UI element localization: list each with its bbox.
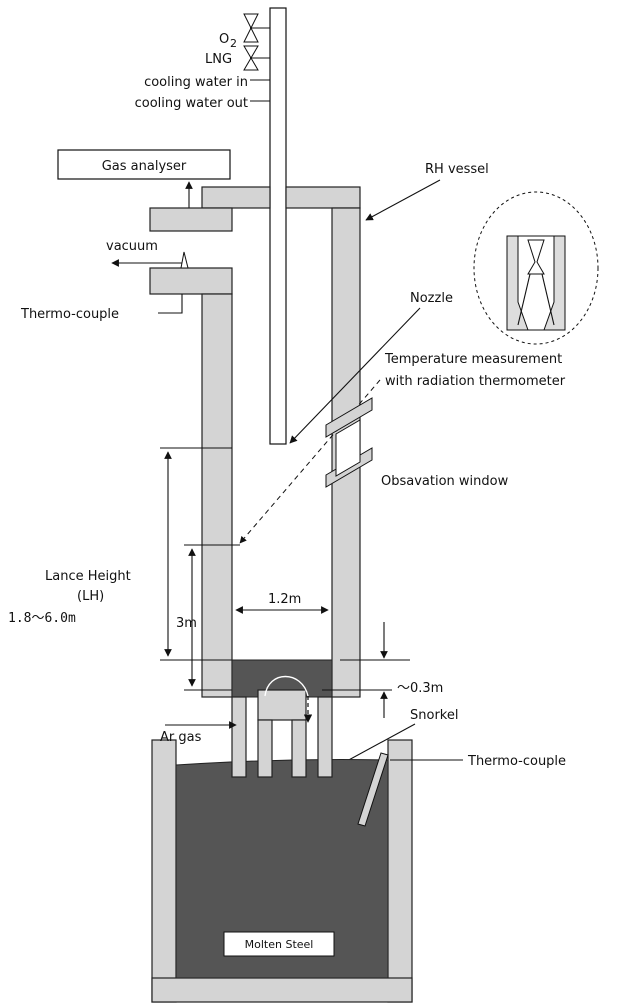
snorkel-divider-block	[257, 689, 307, 721]
gas-analyser-box	[57, 149, 231, 180]
nozzle-arrow	[289, 307, 421, 444]
ladle-right-wall	[387, 739, 413, 1003]
observation-window-label: Obsavation window	[381, 474, 509, 489]
thermocouple-bottom-label: Thermo-couple	[467, 754, 566, 769]
lance-height-abbrev: (LH)	[77, 589, 104, 604]
vessel-flange-lower	[149, 267, 233, 295]
snorkel-up-leg-inner	[257, 719, 273, 778]
thermocouple-top-label: Thermo-couple	[20, 307, 119, 322]
ladle-left-wall	[151, 739, 177, 1003]
nozzle-label: Nozzle	[410, 291, 453, 306]
nozzle-detail-inset	[473, 191, 599, 345]
vessel-top-right	[285, 186, 361, 209]
rh-vessel-arrow	[365, 179, 441, 221]
lng-label: LNG	[205, 52, 232, 67]
vessel-left-wall	[201, 293, 233, 698]
gas-analyser-label: Gas analyser	[102, 159, 187, 174]
dim-03m-label: 〜0.3m	[397, 681, 443, 696]
molten-steel-box	[223, 931, 335, 957]
dim-12m-label: 1.2m	[268, 592, 301, 607]
lng-valve-icon	[243, 45, 270, 71]
temp-measurement-line2: with radiation thermometer	[385, 374, 566, 389]
cooling-in-label: cooling water in	[144, 75, 248, 90]
molten-steel-label: Molten Steel	[245, 938, 314, 951]
vessel-top-left	[201, 186, 271, 209]
snorkel-down-leg-outer	[317, 696, 333, 778]
snorkel-down-leg-inner	[291, 719, 307, 778]
temp-measurement-line1: Temperature measurement	[384, 352, 562, 367]
thermocouple-probe-top	[180, 251, 189, 269]
lance-height-range: 1.8〜6.0m	[8, 611, 76, 626]
ar-gas-label: Ar gas	[160, 730, 202, 745]
thermocouple-top-leader	[158, 294, 183, 314]
lance-pipe	[269, 7, 287, 445]
thermocouple-probe-bottom	[357, 752, 389, 827]
steel-flow-arrow-top	[264, 675, 309, 697]
snorkel-up-leg-outer	[231, 696, 247, 778]
observation-window	[325, 397, 373, 488]
o2-label: O	[219, 32, 229, 47]
cooling-out-label: cooling water out	[135, 96, 248, 111]
lance-height-label: Lance Height	[45, 569, 131, 584]
ladle-bottom	[151, 977, 413, 1003]
vessel-flange-upper	[149, 207, 233, 232]
o2-subscript: 2	[230, 37, 237, 50]
vacuum-label: vacuum	[106, 239, 158, 254]
o2-valve-icon	[243, 13, 270, 43]
rh-vessel-label: RH vessel	[425, 162, 489, 177]
snorkel-label: Snorkel	[410, 708, 458, 723]
dim-3m-label: 3m	[176, 616, 197, 631]
